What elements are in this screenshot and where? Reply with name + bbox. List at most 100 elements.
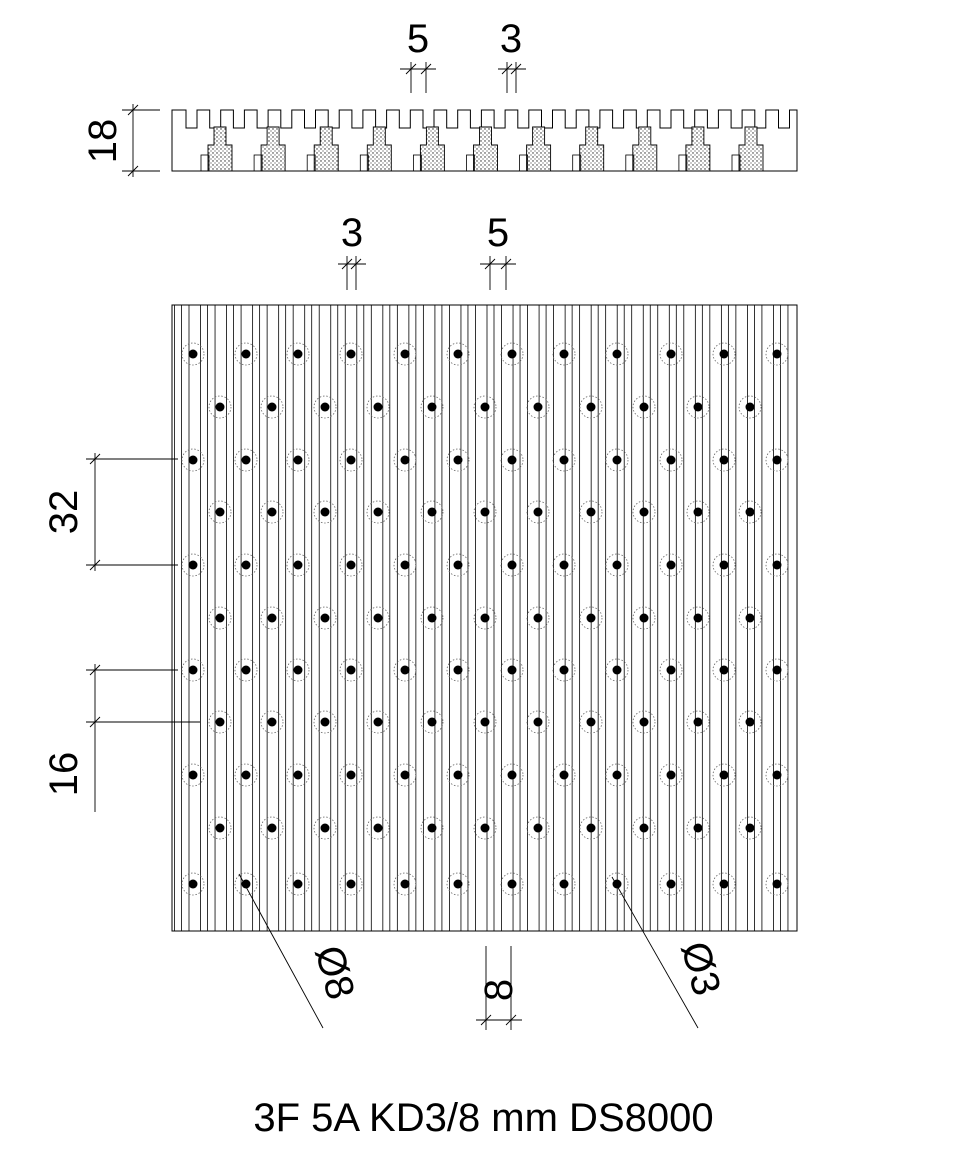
small-hole — [586, 823, 596, 833]
large-hole-outline — [659, 448, 683, 472]
small-hole — [400, 455, 410, 465]
large-hole-outline — [605, 872, 629, 896]
large-hole-outline — [366, 500, 390, 524]
small-hole-callout: Ø3 — [611, 876, 729, 1029]
small-hole — [533, 402, 543, 412]
section-notch — [253, 154, 263, 172]
small-hole — [427, 613, 437, 623]
small-hole — [612, 560, 622, 570]
small-hole — [745, 507, 755, 517]
small-hole — [267, 717, 277, 727]
small-hole — [346, 879, 356, 889]
small-hole — [267, 613, 277, 623]
large-hole-outline — [313, 606, 337, 630]
large-hole-outline — [446, 553, 470, 577]
small-hole — [772, 665, 782, 675]
small-hole — [612, 665, 622, 675]
small-hole — [427, 507, 437, 517]
large-hole-outline — [313, 710, 337, 734]
small-hole — [745, 402, 755, 412]
small-hole — [293, 879, 303, 889]
top-dimension-right: 3 — [498, 17, 526, 93]
small-hole — [453, 349, 463, 359]
large-hole-outline — [738, 395, 762, 419]
large-hole-outline — [446, 342, 470, 366]
section-notch — [412, 154, 422, 172]
small-hole — [241, 455, 251, 465]
small-hole — [346, 349, 356, 359]
section-notch — [306, 154, 316, 172]
large-hole-outline — [339, 658, 363, 682]
small-hole — [666, 770, 676, 780]
small-hole — [320, 613, 330, 623]
small-hole — [639, 402, 649, 412]
small-hole — [188, 455, 198, 465]
small-hole — [241, 770, 251, 780]
small-hole — [346, 455, 356, 465]
large-hole-outline — [765, 763, 789, 787]
section-outline — [171, 109, 798, 172]
small-hole — [480, 717, 490, 727]
small-hole — [188, 665, 198, 675]
small-hole — [188, 879, 198, 889]
small-hole — [559, 879, 569, 889]
small-hole — [267, 402, 277, 412]
large-hole-outline — [526, 395, 550, 419]
small-hole — [745, 823, 755, 833]
large-hole-outline — [579, 606, 603, 630]
small-hole — [719, 455, 729, 465]
large-hole-outline — [393, 658, 417, 682]
large-hole-outline — [286, 763, 310, 787]
large-hole-outline — [765, 448, 789, 472]
large-hole-outline — [260, 710, 284, 734]
large-hole-outline — [659, 553, 683, 577]
section-insert — [685, 126, 711, 172]
large-hole-outline — [420, 395, 444, 419]
small-hole — [666, 879, 676, 889]
small-hole — [453, 665, 463, 675]
large-hole-outline — [208, 500, 232, 524]
section-view: 18 5 3 — [81, 17, 798, 177]
large-hole-outline — [208, 606, 232, 630]
small-hole — [400, 879, 410, 889]
large-hole-outline — [446, 448, 470, 472]
large-hole-outline — [313, 500, 337, 524]
small-hole — [612, 455, 622, 465]
large-hole-outline — [366, 816, 390, 840]
large-hole-outline — [473, 500, 497, 524]
small-hole — [772, 879, 782, 889]
large-hole-outline — [286, 342, 310, 366]
section-notch — [572, 154, 582, 172]
small-hole — [533, 507, 543, 517]
section-notch — [200, 154, 210, 172]
small-hole — [400, 560, 410, 570]
large-hole-outline — [234, 342, 258, 366]
section-notch — [359, 154, 369, 172]
large-hole-outline — [500, 553, 524, 577]
large-hole-outline — [552, 342, 576, 366]
large-hole-outline — [738, 816, 762, 840]
small-hole — [772, 349, 782, 359]
large-hole-outline — [313, 816, 337, 840]
large-hole-outline — [526, 500, 550, 524]
small-hole — [693, 717, 703, 727]
small-hole — [666, 349, 676, 359]
large-hole-outline — [579, 395, 603, 419]
large-hole-outline — [366, 606, 390, 630]
large-hole-outline — [579, 816, 603, 840]
small-hole — [241, 560, 251, 570]
small-hole — [719, 879, 729, 889]
large-hole-outline — [686, 606, 710, 630]
small-hole — [533, 717, 543, 727]
large-hole-outline — [181, 553, 205, 577]
small-hole — [400, 349, 410, 359]
top-dimension-left: 5 — [400, 17, 436, 93]
large-hole-outline — [579, 500, 603, 524]
large-hole-outline — [473, 606, 497, 630]
drawing-caption: 3F 5A KD3/8 mm DS8000 — [253, 1096, 714, 1140]
large-hole-outline — [234, 872, 258, 896]
large-hole-outline — [181, 658, 205, 682]
slot-dimension-b: 5 — [480, 211, 516, 290]
large-hole-outline — [366, 710, 390, 734]
section-notch — [466, 154, 475, 172]
